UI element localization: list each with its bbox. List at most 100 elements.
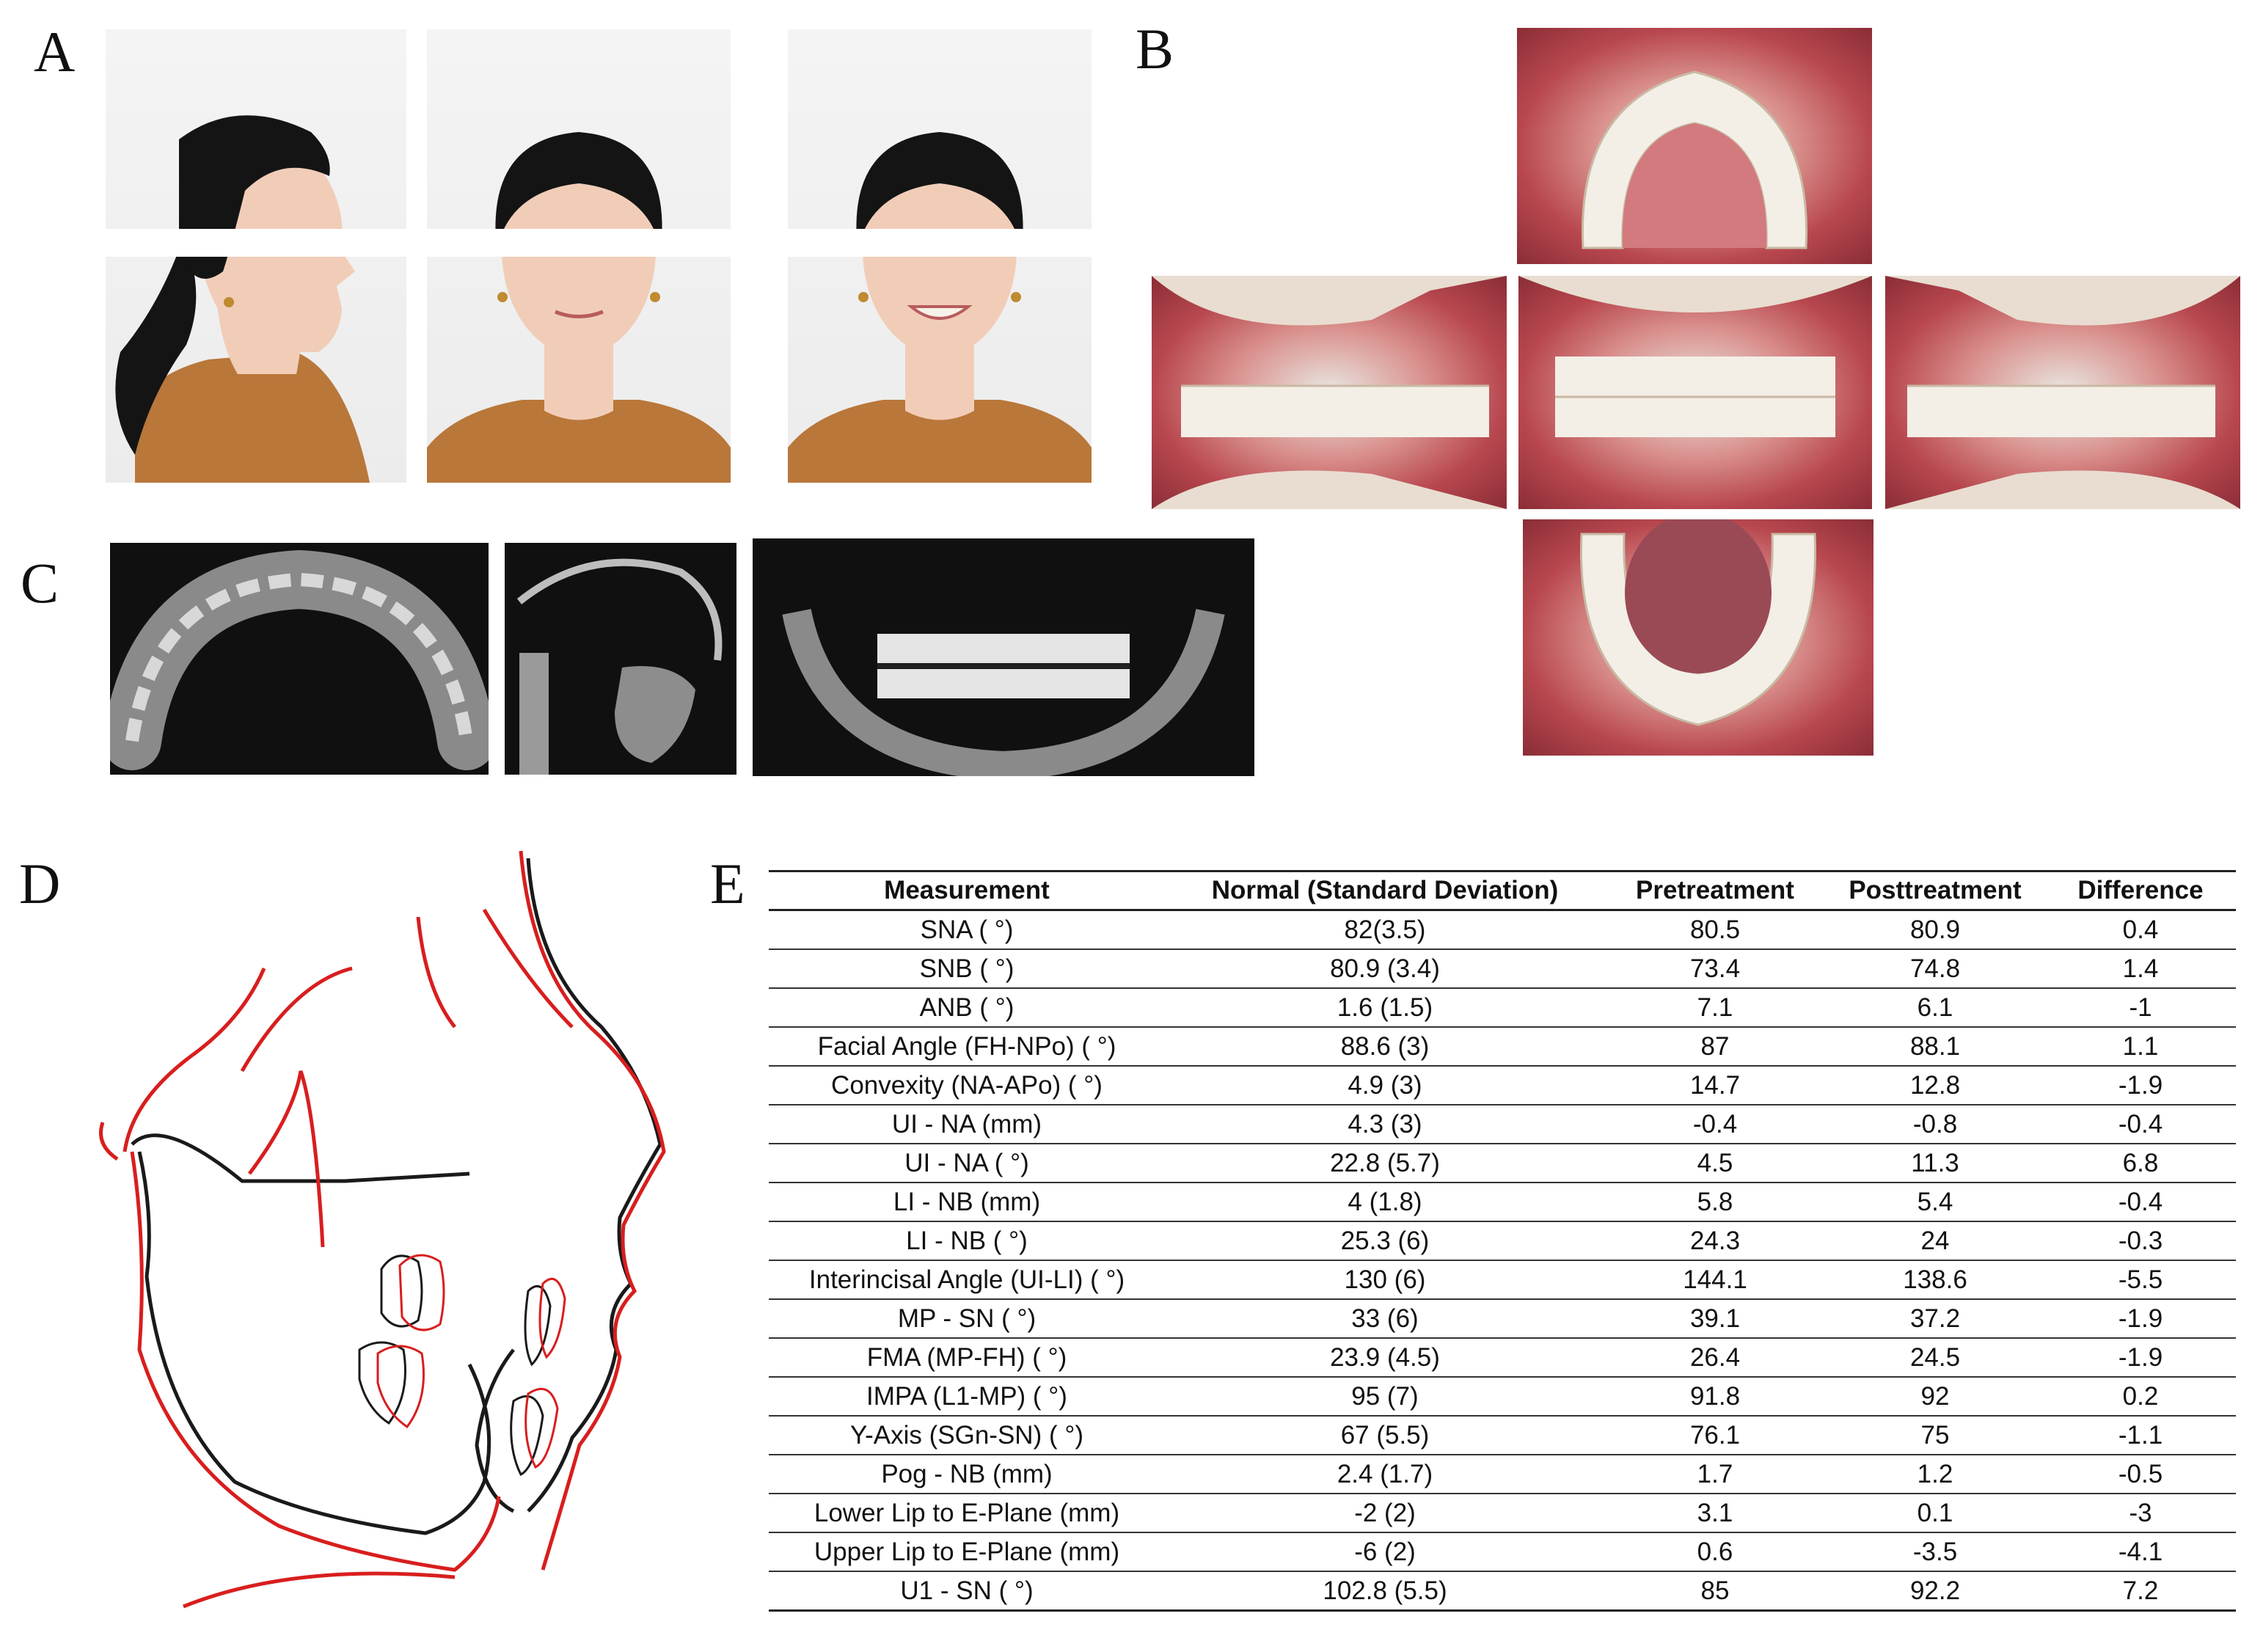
table-cell: IMPA (L1-MP) ( °) bbox=[769, 1377, 1165, 1417]
privacy-bar bbox=[427, 229, 731, 257]
table-cell: 12.8 bbox=[1825, 1066, 2045, 1105]
table-cell: 4 (1.8) bbox=[1165, 1183, 1605, 1222]
table-cell: Interincisal Angle (UI-LI) ( °) bbox=[769, 1260, 1165, 1300]
table-cell: 4.9 (3) bbox=[1165, 1066, 1605, 1105]
table-cell: Facial Angle (FH-NPo) ( °) bbox=[769, 1027, 1165, 1067]
table-cell: 88.1 bbox=[1825, 1027, 2045, 1067]
facial-photo-smile bbox=[788, 29, 1092, 483]
table-cell: UI - NA (mm) bbox=[769, 1105, 1165, 1144]
table-cell: -5.5 bbox=[2045, 1260, 2236, 1300]
table-cell: 14.7 bbox=[1605, 1066, 1825, 1105]
panel-label-e: E bbox=[710, 852, 745, 915]
column-header: Measurement bbox=[769, 870, 1165, 911]
table-cell: 7.1 bbox=[1605, 988, 1825, 1028]
table-cell: 92 bbox=[1825, 1377, 2045, 1417]
table-cell: 25.3 (6) bbox=[1165, 1221, 1605, 1261]
table-cell: 80.5 bbox=[1605, 910, 1825, 950]
pretreatment-tracing bbox=[131, 858, 662, 1535]
table-cell: FMA (MP-FH) ( °) bbox=[769, 1338, 1165, 1378]
table-cell: -4.1 bbox=[2045, 1532, 2236, 1572]
table-cell: 138.6 bbox=[1825, 1260, 2045, 1300]
table-cell: -1.9 bbox=[2045, 1066, 2236, 1105]
table-cell: 74.8 bbox=[1825, 949, 2045, 989]
panel-label-a: A bbox=[34, 20, 76, 84]
table-cell: 87 bbox=[1605, 1027, 1825, 1067]
table-cell: SNA ( °) bbox=[769, 910, 1165, 950]
table-cell: 5.4 bbox=[1825, 1183, 2045, 1222]
table-cell: -0.5 bbox=[2045, 1455, 2236, 1494]
table-cell: MP - SN ( °) bbox=[769, 1299, 1165, 1339]
panel-label-b: B bbox=[1136, 17, 1174, 81]
table-cell: 6.1 bbox=[1825, 988, 2045, 1028]
table-row: Upper Lip to E-Plane (mm)-6 (2)0.6-3.5-4… bbox=[769, 1532, 2236, 1572]
table-cell: -1.9 bbox=[2045, 1299, 2236, 1339]
table-header-row: Measurement Normal (Standard Deviation) … bbox=[769, 870, 2236, 911]
table-cell: 1.4 bbox=[2045, 949, 2236, 989]
table-cell: -0.4 bbox=[1605, 1105, 1825, 1144]
intraoral-photo-frontal bbox=[1518, 276, 1872, 509]
table-cell: 23.9 (4.5) bbox=[1165, 1338, 1605, 1378]
table-cell: 91.8 bbox=[1605, 1377, 1825, 1417]
table-cell: U1 - SN ( °) bbox=[769, 1571, 1165, 1612]
table-cell: -3.5 bbox=[1825, 1532, 2045, 1572]
table-cell: 4.3 (3) bbox=[1165, 1105, 1605, 1144]
intraoral-photo-right-buccal bbox=[1152, 276, 1507, 509]
table-cell: 76.1 bbox=[1605, 1416, 1825, 1455]
table-cell: 1.6 (1.5) bbox=[1165, 988, 1605, 1028]
intraoral-photo-left-buccal bbox=[1885, 276, 2240, 509]
table-row: Interincisal Angle (UI-LI) ( °)130 (6)14… bbox=[769, 1260, 2236, 1300]
table-cell: -1.1 bbox=[2045, 1416, 2236, 1455]
table-cell: Upper Lip to E-Plane (mm) bbox=[769, 1532, 1165, 1572]
table-cell: 0.6 bbox=[1605, 1532, 1825, 1572]
table-cell: 85 bbox=[1605, 1571, 1825, 1612]
table-cell: 130 (6) bbox=[1165, 1260, 1605, 1300]
column-header: Normal (Standard Deviation) bbox=[1165, 870, 1605, 911]
table-cell: -1 bbox=[2045, 988, 2236, 1028]
table-cell: ANB ( °) bbox=[769, 988, 1165, 1028]
table-cell: 37.2 bbox=[1825, 1299, 2045, 1339]
table-cell: -0.4 bbox=[2045, 1183, 2236, 1222]
facial-photo-frontal bbox=[427, 29, 731, 483]
table-cell: 67 (5.5) bbox=[1165, 1416, 1605, 1455]
table-cell: 75 bbox=[1825, 1416, 2045, 1455]
table-cell: 144.1 bbox=[1605, 1260, 1825, 1300]
table-cell: 33 (6) bbox=[1165, 1299, 1605, 1339]
cephalometric-superimposition bbox=[99, 850, 666, 1609]
table-cell: -2 (2) bbox=[1165, 1494, 1605, 1533]
column-header: Posttreatment bbox=[1825, 870, 2045, 911]
table-cell: 92.2 bbox=[1825, 1571, 2045, 1612]
table-cell: 7.2 bbox=[2045, 1571, 2236, 1612]
table-cell: UI - NA ( °) bbox=[769, 1144, 1165, 1183]
table-cell: 0.4 bbox=[2045, 910, 2236, 950]
table-cell: 1.2 bbox=[1825, 1455, 2045, 1494]
panoramic-radiograph-image bbox=[753, 538, 1254, 776]
lateral-cephalogram-image bbox=[505, 543, 736, 775]
table-cell: -0.8 bbox=[1825, 1105, 2045, 1144]
column-header: Difference bbox=[2045, 870, 2236, 911]
table-cell: 6.8 bbox=[2045, 1144, 2236, 1183]
intraoral-photo-upper-occlusal bbox=[1517, 28, 1872, 264]
table-cell: 1.7 bbox=[1605, 1455, 1825, 1494]
table-cell: 24.5 bbox=[1825, 1338, 2045, 1378]
molar-tooth-outline bbox=[358, 1254, 552, 1477]
table-cell: LI - NB (mm) bbox=[769, 1183, 1165, 1222]
facial-photo-profile bbox=[106, 29, 406, 483]
intraoral-photo-lower-occlusal bbox=[1523, 519, 1873, 756]
axial-cbct-image bbox=[110, 543, 489, 775]
table-cell: -0.3 bbox=[2045, 1221, 2236, 1261]
table-cell: 80.9 (3.4) bbox=[1165, 949, 1605, 989]
table-cell: SNB ( °) bbox=[769, 949, 1165, 989]
table-cell: 88.6 (3) bbox=[1165, 1027, 1605, 1067]
